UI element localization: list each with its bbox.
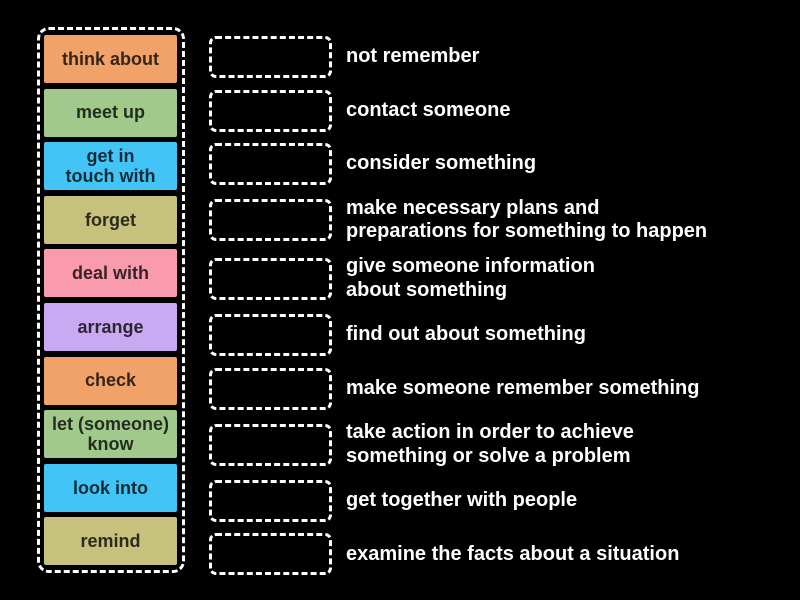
- drop-zone[interactable]: [209, 313, 332, 356]
- term-tile[interactable]: get in touch with: [44, 142, 177, 191]
- term-tile[interactable]: deal with: [44, 249, 177, 298]
- match-row: give someone information about something: [209, 255, 707, 302]
- definitions-column: not remember contact someone consider so…: [209, 36, 707, 576]
- term-tile[interactable]: look into: [44, 463, 177, 512]
- definition-label: consider something: [346, 152, 537, 175]
- term-tile[interactable]: meet up: [44, 88, 177, 137]
- term-tile[interactable]: remind: [44, 517, 177, 566]
- match-row: contact someone: [209, 89, 707, 132]
- match-row: make someone remember something: [209, 367, 707, 410]
- term-tile[interactable]: check: [44, 356, 177, 405]
- definition-label: give someone information about something: [346, 255, 595, 301]
- term-tile[interactable]: let (someone) know: [44, 410, 177, 459]
- drop-zone[interactable]: [209, 479, 332, 522]
- definition-label: make someone remember something: [346, 376, 700, 399]
- drop-zone[interactable]: [209, 533, 332, 576]
- match-row: make necessary plans and preparations fo…: [209, 197, 707, 244]
- terms-panel: think about meet up get in touch with fo…: [37, 27, 185, 573]
- match-row: not remember: [209, 36, 707, 78]
- definition-label: take action in order to achieve somethin…: [346, 421, 634, 467]
- definition-label: contact someone: [346, 98, 511, 121]
- drop-zone[interactable]: [209, 257, 332, 300]
- definition-label: make necessary plans and preparations fo…: [346, 196, 708, 243]
- drop-zone[interactable]: [209, 423, 332, 466]
- drop-zone[interactable]: [209, 199, 332, 242]
- definition-label: find out about something: [346, 323, 586, 346]
- match-row: consider something: [209, 143, 707, 186]
- term-tile[interactable]: think about: [44, 35, 177, 83]
- definition-label: examine the facts about a situation: [346, 542, 680, 565]
- term-tile[interactable]: arrange: [44, 302, 177, 351]
- drop-zone[interactable]: [209, 367, 332, 410]
- definition-label: not remember: [346, 45, 480, 68]
- match-row: get together with people: [209, 479, 707, 522]
- match-row: take action in order to achieve somethin…: [209, 421, 707, 468]
- drop-zone[interactable]: [209, 143, 332, 186]
- drop-zone[interactable]: [209, 89, 332, 132]
- drop-zone[interactable]: [209, 36, 332, 78]
- definition-label: get together with people: [346, 489, 578, 511]
- match-row: examine the facts about a situation: [209, 533, 707, 576]
- term-tile[interactable]: forget: [44, 195, 177, 244]
- match-row: find out about something: [209, 313, 707, 356]
